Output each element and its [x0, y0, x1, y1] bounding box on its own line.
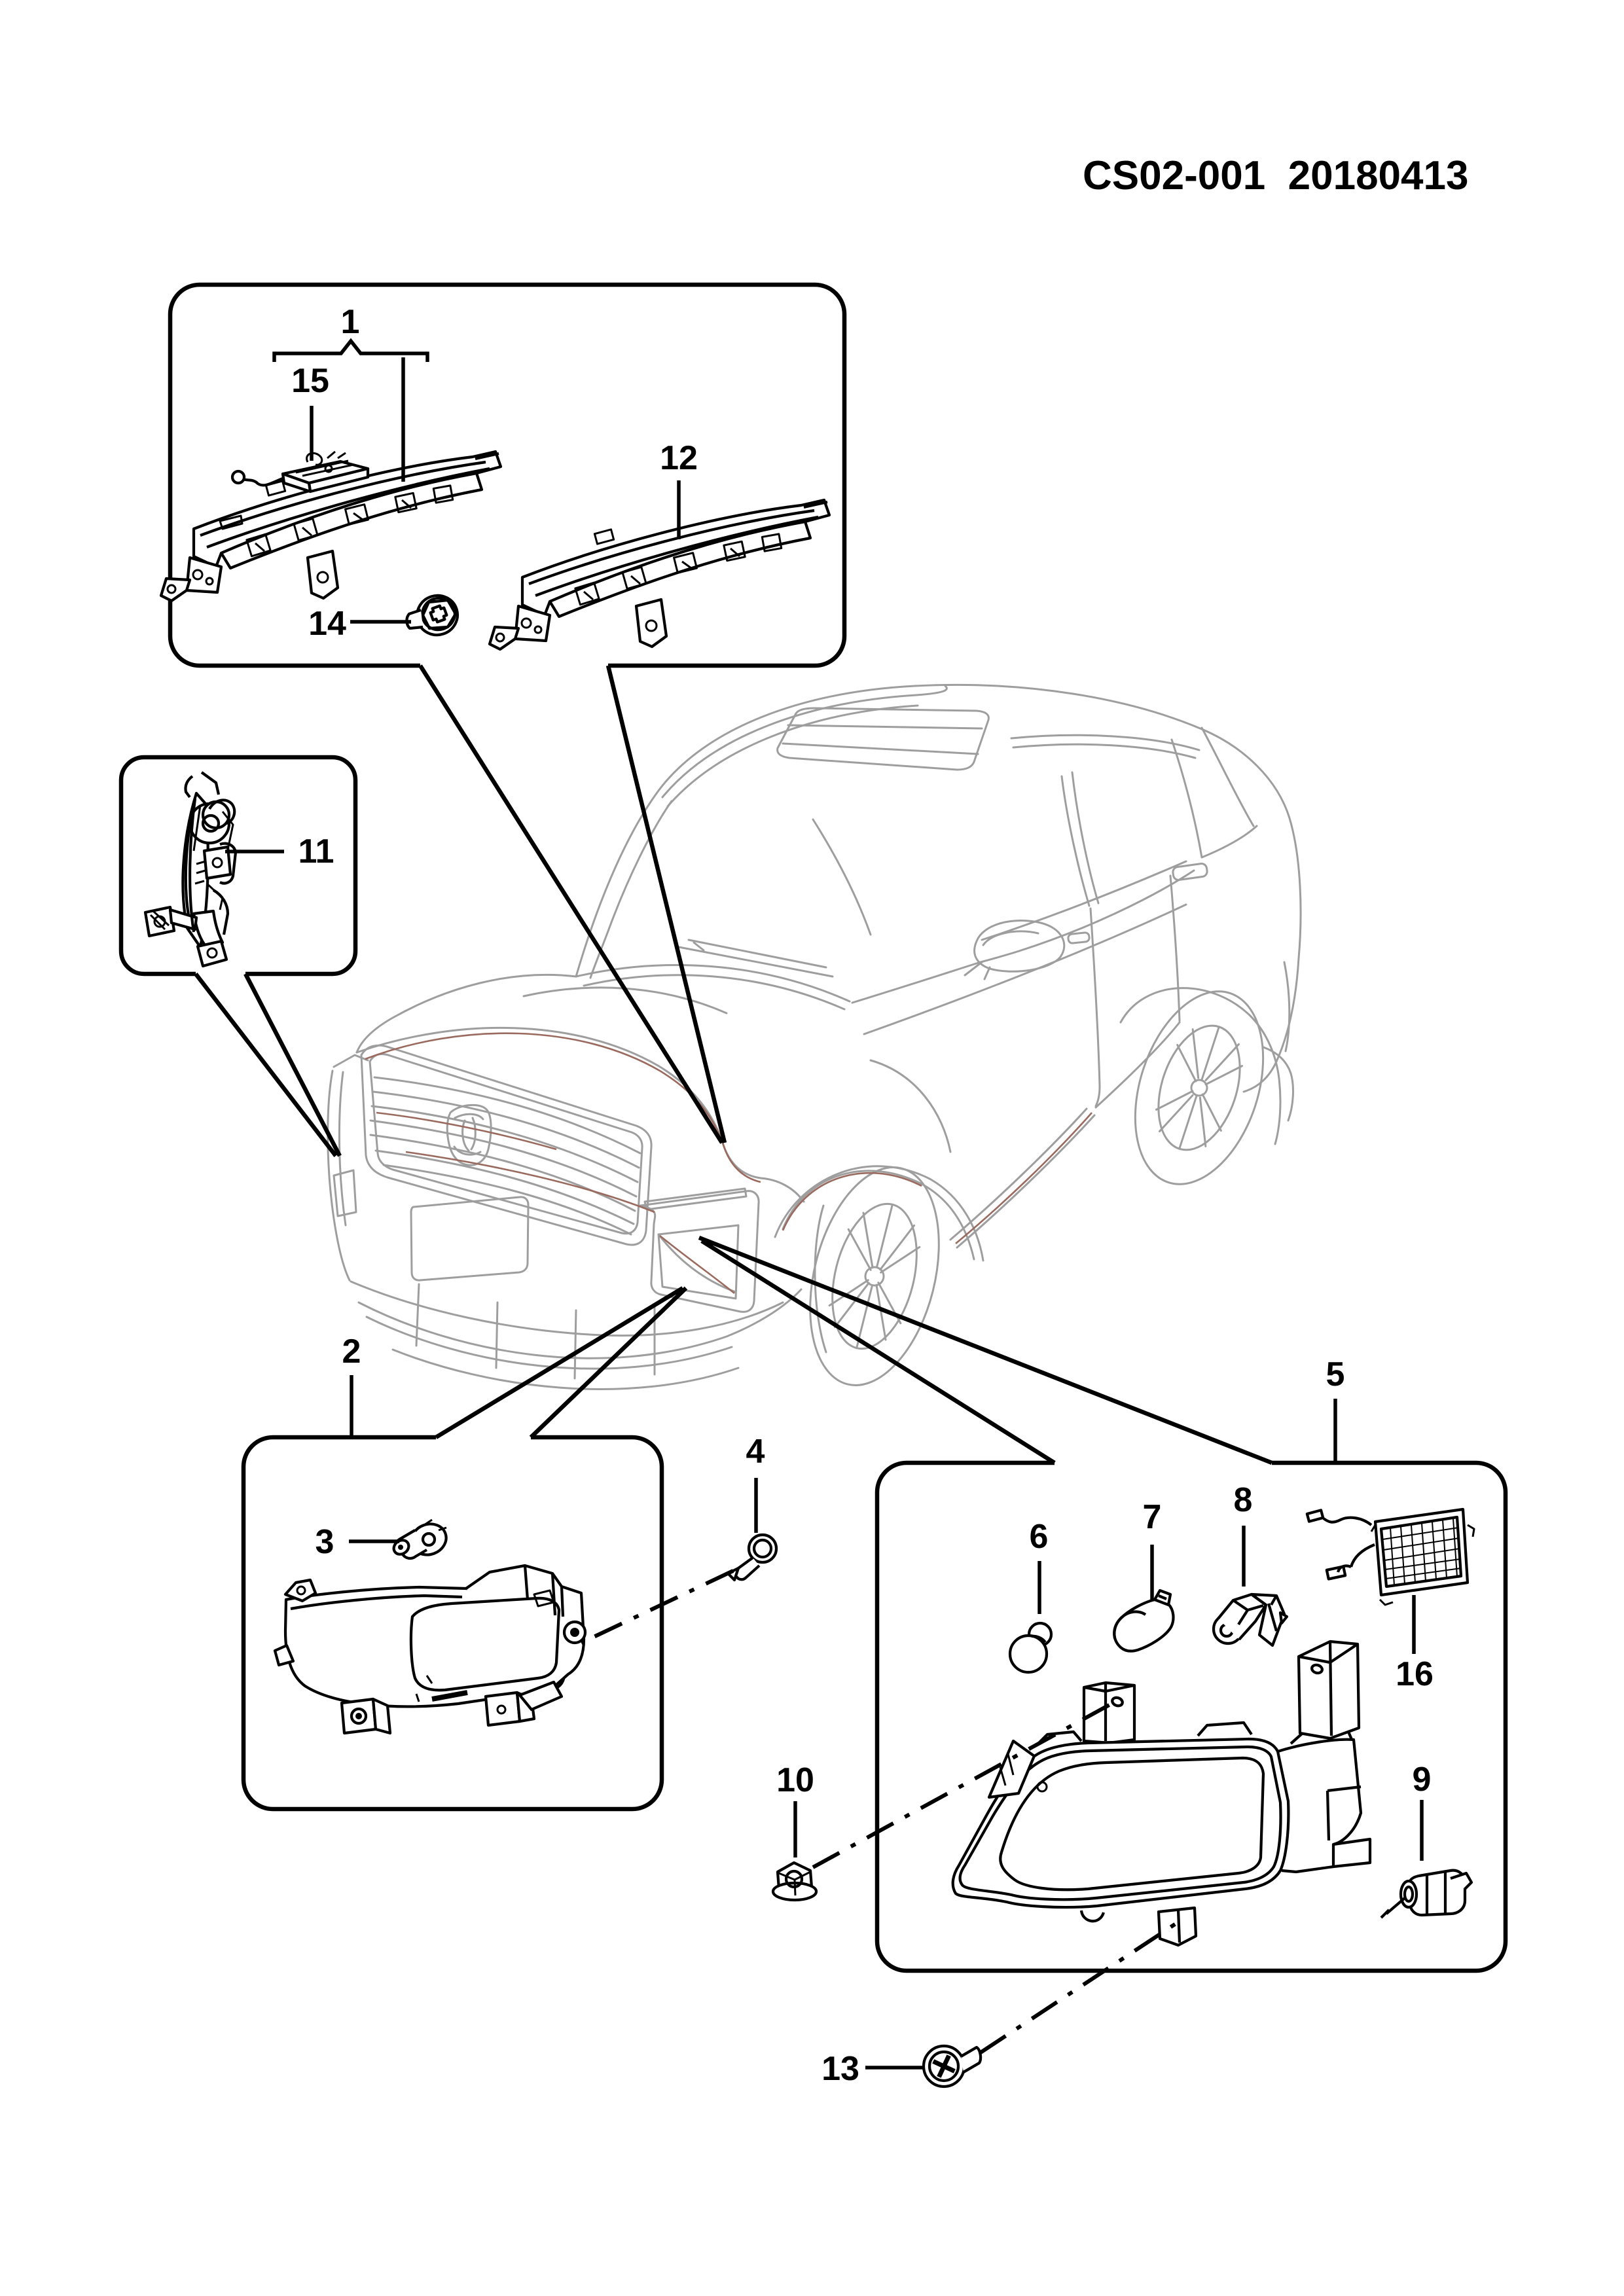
svg-text:8: 8	[1234, 1481, 1253, 1519]
svg-text:4: 4	[746, 1433, 765, 1471]
svg-text:16: 16	[1396, 1655, 1434, 1693]
svg-text:9: 9	[1413, 1761, 1432, 1799]
svg-text:1: 1	[341, 303, 360, 341]
svg-text:14: 14	[308, 605, 346, 643]
svg-text:5: 5	[1326, 1355, 1345, 1393]
svg-text:15: 15	[291, 362, 329, 400]
svg-text:12: 12	[660, 439, 698, 477]
svg-text:CS02-001 20180413: CS02-001 20180413	[1083, 153, 1468, 198]
svg-text:6: 6	[1030, 1518, 1049, 1556]
svg-text:11: 11	[298, 833, 334, 870]
svg-text:10: 10	[776, 1761, 814, 1799]
svg-text:3: 3	[316, 1523, 334, 1561]
svg-text:2: 2	[342, 1333, 361, 1371]
svg-text:7: 7	[1143, 1498, 1162, 1536]
svg-text:13: 13	[821, 2050, 859, 2088]
